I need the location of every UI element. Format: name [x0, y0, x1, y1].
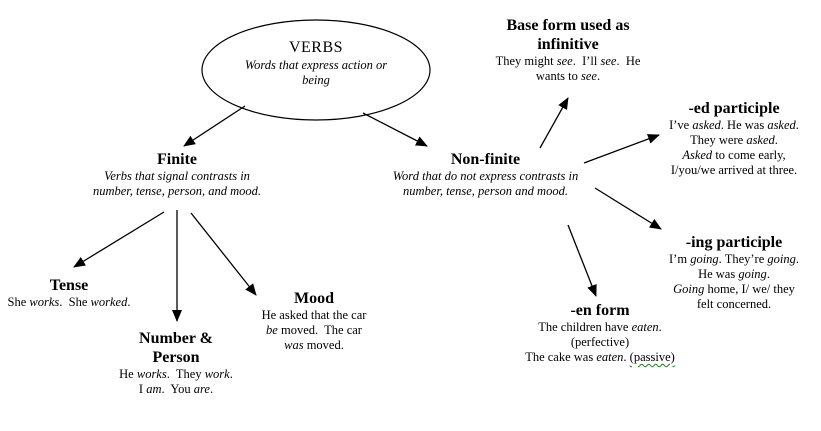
node-nonfinite: Non-finite Word that do not express cont…: [383, 150, 588, 199]
number-person-title: Number & Person: [139, 330, 213, 366]
edge-verbs-to-nonfinite: [362, 112, 428, 147]
en-form-examples: The children have eaten.(perfective)The …: [525, 320, 675, 364]
node-verbs: VERBS Words that express action or being: [206, 38, 426, 88]
edge-nonfinite-to-ed-participle: [583, 134, 660, 164]
node-ing-participle: -ing participle I’m going. They’re going…: [648, 233, 820, 312]
finite-title: Finite: [157, 151, 197, 168]
node-finite: Finite Verbs that signal contrasts in nu…: [82, 150, 272, 199]
verbs-description: Words that express action or being: [244, 58, 388, 87]
edge-nonfinite-to-base-form: [539, 97, 569, 149]
en-form-title: -en form: [570, 302, 630, 319]
edge-verbs-to-finite: [183, 105, 246, 147]
node-number-person: Number & Person He works. They work.I am…: [106, 329, 246, 397]
nonfinite-description: Word that do not express contrasts in nu…: [392, 169, 579, 198]
verbs-title: VERBS: [288, 39, 344, 56]
node-ed-participle: -ed participle I’ve asked. He was asked.…: [648, 99, 820, 178]
ed-participle-title: -ed participle: [688, 100, 780, 117]
node-en-form: -en form The children have eaten.(perfec…: [516, 301, 684, 365]
ed-participle-examples: I’ve asked. He was asked.They were asked…: [669, 118, 799, 177]
ing-participle-examples: I’m going. They’re going.He was going.Go…: [669, 252, 799, 311]
edge-nonfinite-to-en-form: [567, 224, 597, 297]
edge-nonfinite-to-ing-participle: [594, 187, 662, 230]
finite-description: Verbs that signal contrasts in number, t…: [92, 169, 262, 198]
tense-title: Tense: [49, 277, 89, 294]
nonfinite-title: Non-finite: [450, 151, 521, 168]
ing-participle-title: -ing participle: [685, 234, 783, 251]
mood-title: Mood: [294, 290, 334, 307]
node-base-form-infinitive: Base form used as infinitive They might …: [472, 16, 664, 84]
node-tense: Tense She works. She worked.: [0, 276, 138, 310]
base-form-title: Base form used as infinitive: [506, 17, 630, 53]
tense-examples: She works. She worked.: [7, 295, 131, 309]
number-person-examples: He works. They work.I am. You are.: [119, 367, 233, 396]
edge-finite-to-mood: [190, 212, 257, 296]
verbs-ellipse: [201, 19, 431, 121]
edge-finite-to-tense: [73, 211, 165, 268]
